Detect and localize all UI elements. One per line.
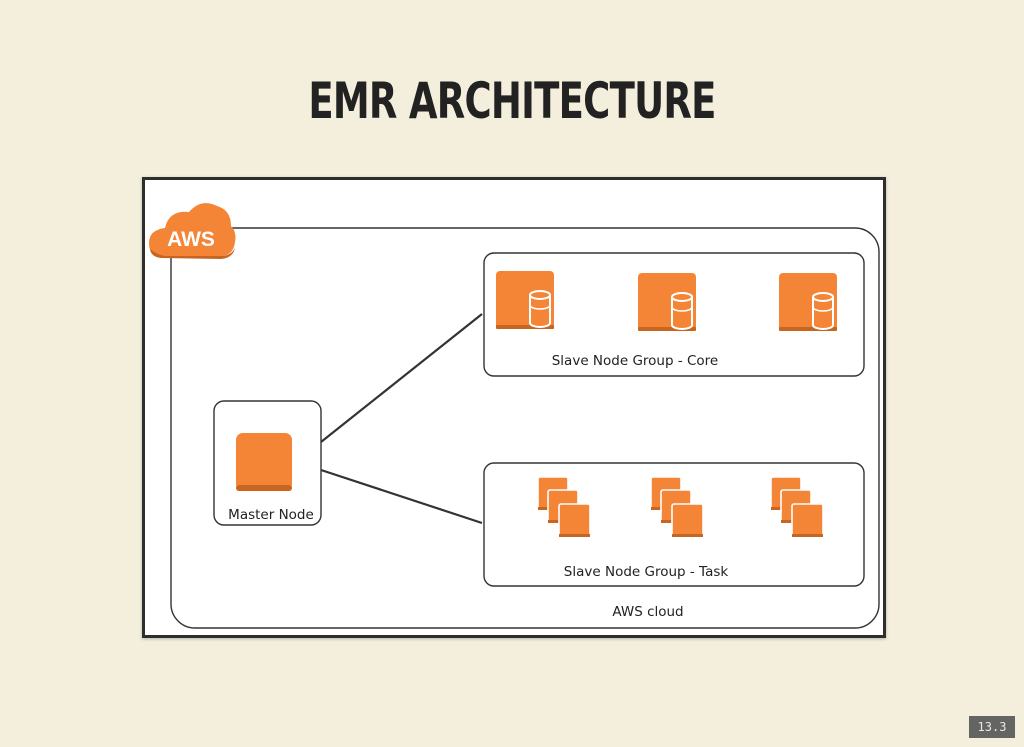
core-instance-icon <box>778 272 838 332</box>
master-node-label: Master Node <box>228 507 314 523</box>
slide-title: EMR ARCHITECTURE <box>308 72 716 130</box>
master-to-core-connector <box>320 313 483 443</box>
architecture-svg: AWS Master Node Slave Node Group - Core … <box>149 203 880 629</box>
core-instance-icon <box>637 272 697 332</box>
task-group-label: Slave Node Group - Task <box>564 564 729 580</box>
ec2-instance-icon <box>236 433 292 491</box>
aws-cloud-logo-icon: AWS <box>149 203 236 259</box>
core-group-label: Slave Node Group - Core <box>552 353 719 369</box>
aws-logo-text: AWS <box>167 228 215 251</box>
architecture-diagram: AWS Master Node Slave Node Group - Core … <box>142 177 886 638</box>
master-to-task-connector <box>320 468 483 525</box>
aws-cloud-label: AWS cloud <box>612 604 683 620</box>
slide-number: 13.3 <box>969 716 1015 738</box>
core-instance-icon <box>495 270 555 330</box>
